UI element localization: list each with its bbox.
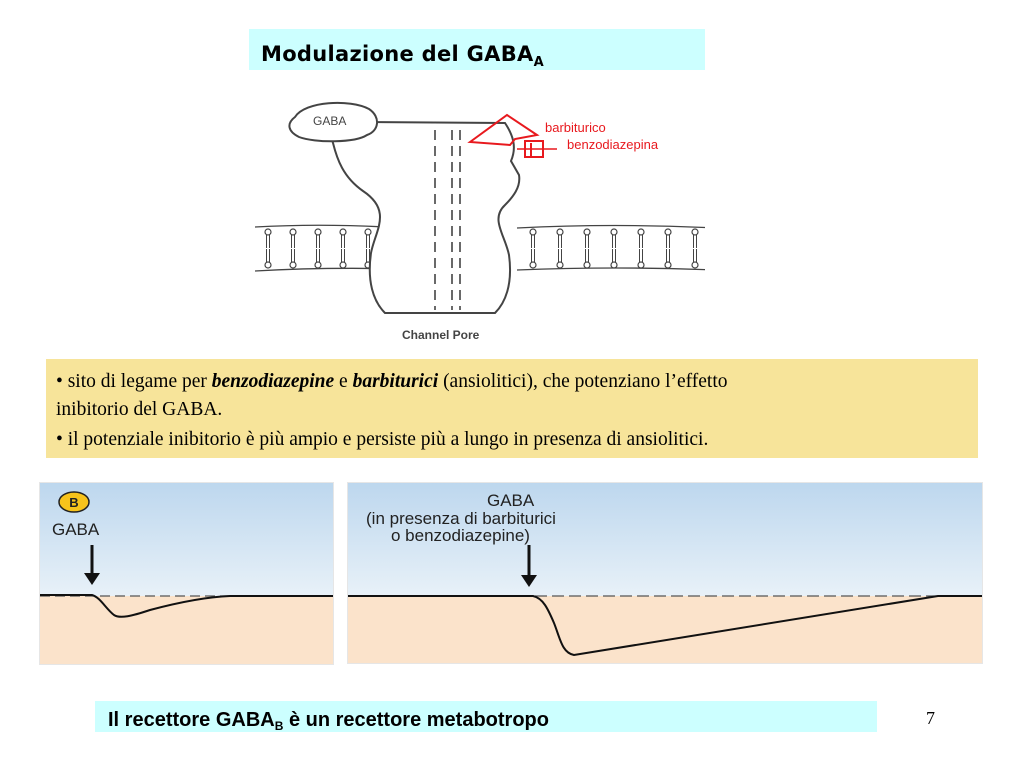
- receptor-body: [330, 120, 521, 314]
- gaba-b-response-panel: B GABA: [39, 482, 334, 665]
- response-trace-b: [40, 594, 333, 618]
- b-badge-text: B: [69, 495, 78, 510]
- note-text: (ansiolitici), che potenziano l’effetto: [438, 371, 728, 392]
- page-title: Modulazione del GABAA: [261, 42, 544, 70]
- panel-mod-condition-line2: o benzodiazepine): [391, 526, 530, 545]
- note-line-2: inibitorio del GABA.: [56, 399, 223, 420]
- note-line-1: • sito di legame per benzodiazepine e ba…: [56, 371, 728, 393]
- response-trace-modulated: [348, 595, 982, 657]
- gaba-label: GABA: [313, 114, 346, 128]
- title-box: Modulazione del GABAA: [249, 29, 705, 70]
- notes-box: • sito di legame per benzodiazepine e ba…: [46, 359, 978, 458]
- panel-mod-gaba-label: GABA: [487, 491, 535, 510]
- title-subscript: A: [533, 55, 544, 70]
- page-number: 7: [926, 708, 935, 728]
- note-text: e: [334, 371, 353, 392]
- note-text: • sito di legame per: [56, 371, 212, 392]
- footer-subscript: B: [274, 719, 284, 733]
- stimulus-arrow-icon: [521, 545, 537, 587]
- stimulus-arrow-icon: [84, 545, 100, 585]
- channel-pore-label: Channel Pore: [402, 328, 480, 342]
- gaba-blob: [288, 101, 378, 143]
- note-benzodiazepine: benzodiazepine: [211, 371, 335, 392]
- gaba-modulated-response-panel: GABA (in presenza di barbiturici o benzo…: [347, 482, 983, 664]
- footer-box: Il recettore GABAB è un recettore metabo…: [95, 701, 877, 733]
- barbiturico-label: barbiturico: [545, 120, 606, 135]
- note-barbiturici: barbiturici: [352, 371, 439, 392]
- panel-mod-condition-line1: (in presenza di barbiturici: [366, 509, 556, 528]
- footer-text: Il recettore GABA: [108, 709, 275, 731]
- footer-heading: Il recettore GABAB è un recettore metabo…: [108, 709, 549, 733]
- b-badge-icon: B: [58, 491, 90, 513]
- panel-b-gaba-label: GABA: [52, 520, 100, 539]
- benzodiazepine-site-icon: [524, 140, 544, 158]
- footer-text: è un recettore metabotropo: [283, 709, 549, 731]
- gaba-a-receptor-diagram: GABA barbiturico benzodiazepina Channel …: [255, 101, 705, 342]
- barbiturate-site-icon: [467, 113, 540, 147]
- title-main: Modulazione del GABA: [261, 42, 534, 66]
- benzodiazepina-label: benzodiazepina: [567, 137, 659, 152]
- membrane-right: [516, 224, 705, 271]
- note-line-3: • il potenziale inibitorio è più ampio e…: [56, 429, 709, 450]
